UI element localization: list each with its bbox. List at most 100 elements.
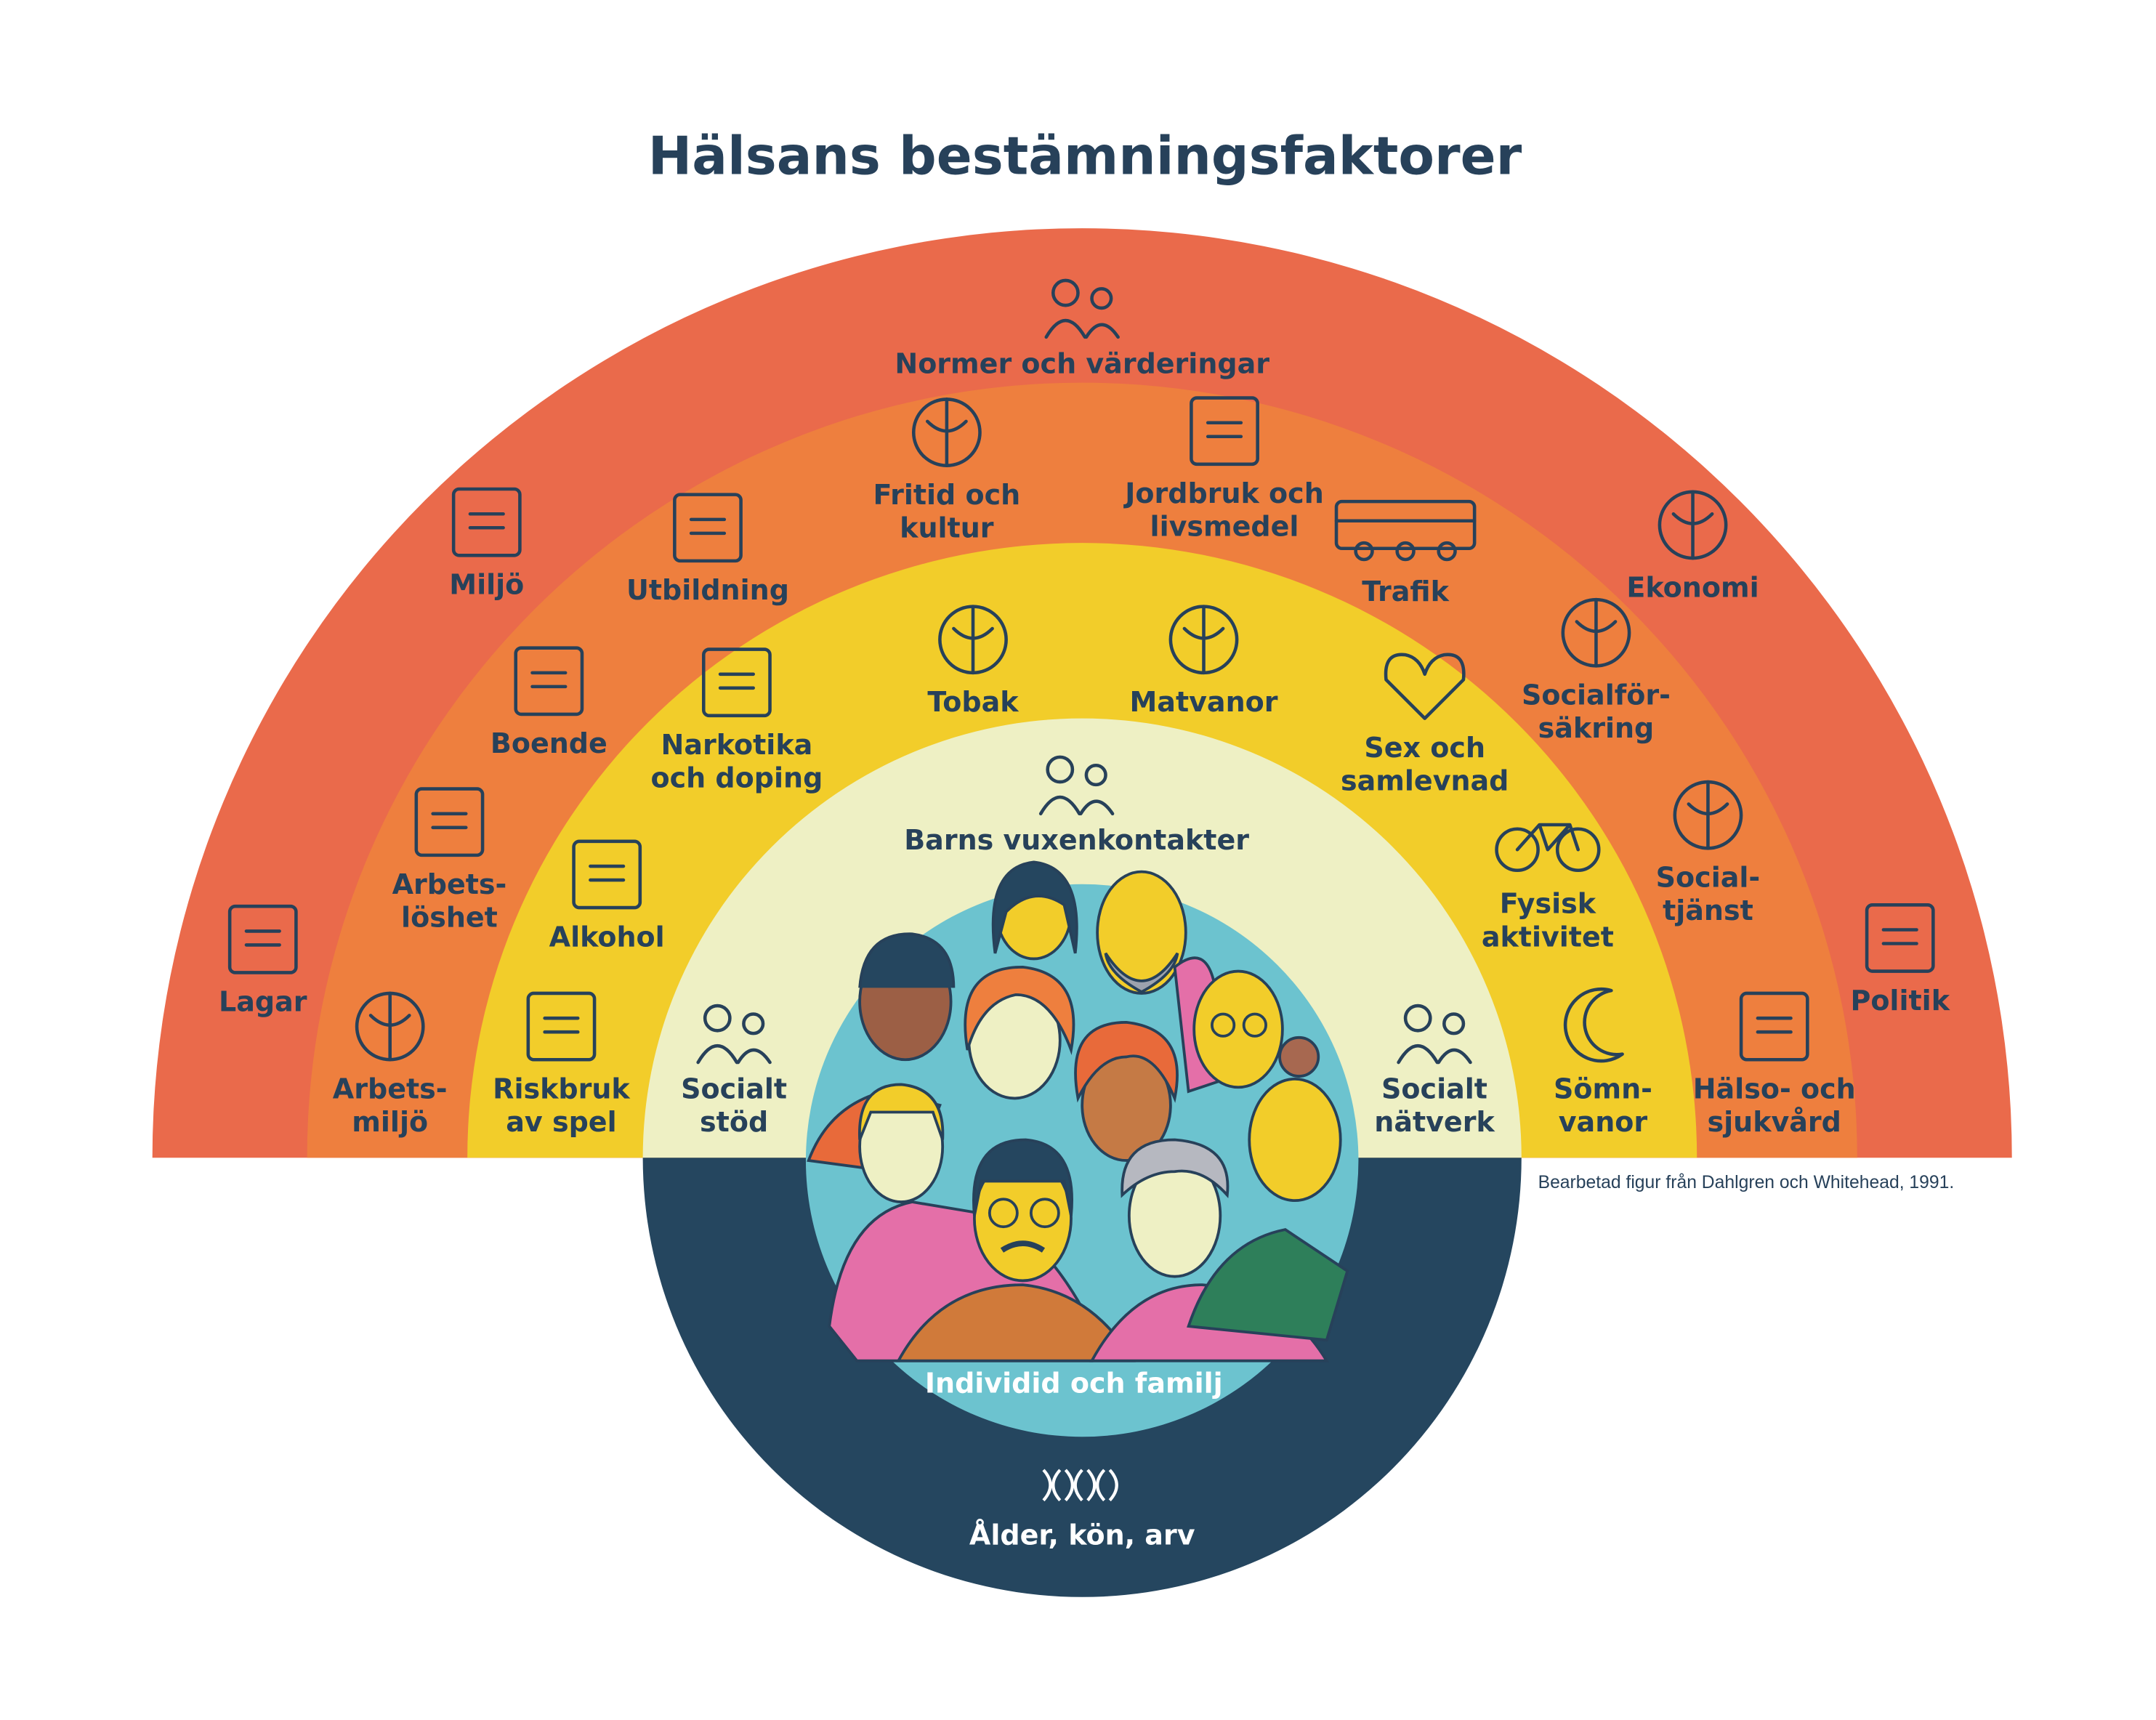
helm-house-icon <box>1673 780 1743 850</box>
factor-label-line: Lagar <box>219 986 307 1018</box>
wheat-icon <box>1190 396 1259 467</box>
factor-label-line: miljö <box>352 1106 428 1138</box>
leaves-icon <box>451 487 522 557</box>
factor-label-line: samlevnad <box>1341 764 1509 796</box>
factor-label-line: Miljö <box>449 569 524 601</box>
factor-label-line: stöd <box>700 1106 768 1138</box>
factor-inner-1: Matvanor <box>1129 605 1278 718</box>
hearts-icon <box>1384 653 1466 720</box>
factor-middle-7: Social-tjänst <box>1656 780 1761 926</box>
moon-stars-icon <box>1563 987 1624 1063</box>
factor-label-line: och doping <box>650 762 823 794</box>
support-people-icon <box>696 1004 772 1065</box>
factor-label-line: Riskbruk <box>493 1073 630 1105</box>
yarn-ball-icon <box>911 397 982 467</box>
factor-outer-4: Politik <box>1850 903 1950 1017</box>
factor-label-line: nätverk <box>1374 1106 1495 1138</box>
factor-label-line: Narkotika <box>661 729 813 761</box>
age-sex-heredity-label: Ålder, kön, arv <box>969 1519 1195 1551</box>
factor-label-line: Arbets- <box>333 1073 448 1105</box>
factor-label-line: Socialför- <box>1522 679 1671 711</box>
umbrella-money-icon <box>1561 597 1631 668</box>
factor-label-line: Matvanor <box>1129 686 1277 718</box>
factor-label-line: aktivitet <box>1482 921 1614 953</box>
snus-can-icon <box>938 605 1008 675</box>
houses-icon <box>514 646 584 716</box>
plate-cutlery-icon <box>1168 605 1239 675</box>
factor-label-line: Arbets- <box>392 868 507 900</box>
factor-label-line: Social- <box>1656 862 1761 894</box>
pills-icon <box>701 647 772 718</box>
page-title: Hälsans bestämningsfaktorer <box>648 126 1522 187</box>
factor-label-line: tjänst <box>1663 895 1753 926</box>
bus-icon <box>1334 499 1477 562</box>
glasses-icon <box>572 839 642 910</box>
source-caption: Bearbetad figur från Dahlgren och Whiteh… <box>1538 1173 1955 1192</box>
factor-label-line: Ekonomi <box>1626 571 1759 603</box>
network-people-icon <box>1397 1004 1472 1065</box>
factor-middle-3: Trafik <box>1334 499 1477 607</box>
factor-middle-5: Socialför-säkring <box>1522 597 1671 744</box>
factor-label-line: Barns vuxenkontakter <box>904 824 1249 856</box>
factor-label-line: löshet <box>401 902 498 934</box>
playing-cards-icon <box>526 991 597 1062</box>
stethoscope-icon <box>1739 991 1809 1062</box>
factor-label-line: Sex och <box>1364 732 1485 764</box>
factor-label-line: kultur <box>900 512 994 544</box>
individual-family-label: Individid och familj <box>925 1367 1223 1399</box>
factor-label-line: Fritid och <box>873 479 1021 511</box>
bicycle-icon <box>1495 823 1601 873</box>
people-illustration <box>807 860 1349 1362</box>
factor-inner-7: Sömn-vanor <box>1554 987 1652 1138</box>
factor-outer-0: Normer och värderingar <box>895 278 1269 379</box>
factor-label-line: Politik <box>1850 985 1950 1017</box>
factor-label-line: sjukvård <box>1708 1106 1841 1138</box>
factor-label-line: Utbildning <box>626 574 789 606</box>
clock-house-icon <box>355 991 425 1062</box>
factor-outer-3: Lagar <box>219 904 307 1018</box>
adult-child-icon <box>1038 755 1115 816</box>
factor-label-line: Trafik <box>1362 576 1449 607</box>
factor-label-line: livsmedel <box>1150 511 1299 543</box>
factor-label-line: säkring <box>1538 712 1655 744</box>
cv-document-icon <box>414 787 485 857</box>
book-pencil-icon <box>673 493 743 563</box>
factor-label-line: Socialt <box>1381 1073 1487 1105</box>
factor-label-line: av spel <box>506 1106 616 1138</box>
factor-label-line: Jordbruk och <box>1123 477 1323 509</box>
money-bag-icon <box>1658 490 1728 560</box>
factor-label-line: Alkohol <box>549 921 665 953</box>
factor-middle-4: Boende <box>490 646 607 759</box>
factor-label-line: vanor <box>1559 1106 1648 1138</box>
dna-icon <box>1042 1469 1118 1502</box>
factor-label-line: Boende <box>490 727 607 759</box>
rings <box>152 228 2012 1597</box>
factor-outer-2: Ekonomi <box>1626 490 1759 603</box>
factor-inner-4: Alkohol <box>549 839 665 953</box>
factor-middle-2: Utbildning <box>626 493 789 606</box>
factor-label-line: Hälso- och <box>1693 1073 1856 1105</box>
factor-middle-8: Arbets-miljö <box>333 991 448 1138</box>
factor-core-0: Barns vuxenkontakter <box>904 755 1249 856</box>
factor-label-line: Fysisk <box>1500 888 1596 920</box>
gavel-icon <box>227 904 298 974</box>
factor-label-line: Normer och värderingar <box>895 347 1269 379</box>
factor-outer-1: Miljö <box>449 487 524 601</box>
factor-inner-0: Tobak <box>927 605 1019 718</box>
factor-label-line: Sömn- <box>1554 1073 1652 1105</box>
heads-thinking-icon <box>1044 278 1120 339</box>
factor-middle-6: Arbets-löshet <box>392 787 507 934</box>
podium-icon <box>1865 903 1935 973</box>
factor-label-line: Tobak <box>927 686 1019 718</box>
